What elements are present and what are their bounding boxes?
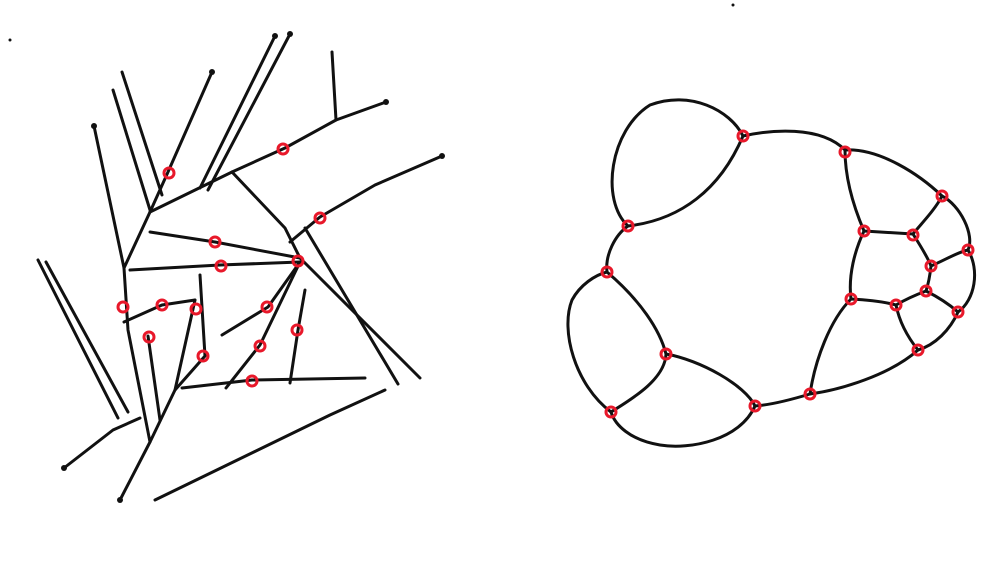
network-line — [330, 50, 338, 122]
junction-marker — [889, 298, 903, 312]
junction-marker — [276, 142, 290, 156]
cell-network — [566, 98, 977, 448]
line-end-dot — [209, 69, 215, 75]
junction-marker — [951, 305, 965, 319]
network-line — [122, 298, 197, 324]
junction-marker — [604, 405, 618, 419]
cell-wall — [894, 303, 920, 352]
cell-wall — [605, 270, 668, 414]
junction-marker — [803, 387, 817, 401]
junction-marker — [911, 343, 925, 357]
cell-outline — [566, 98, 977, 448]
network-line — [36, 258, 120, 420]
cell-wall — [808, 297, 853, 396]
junction-marker — [838, 145, 852, 159]
network-line — [44, 260, 130, 414]
junction-marker — [189, 302, 203, 316]
junction-marker — [600, 265, 614, 279]
junction-marker — [621, 219, 635, 233]
network-line — [173, 273, 207, 392]
cell-wall — [849, 297, 898, 307]
network-line — [118, 298, 197, 502]
junction-marker — [919, 284, 933, 298]
cell-wall — [924, 264, 933, 293]
line-end-dot — [439, 153, 445, 159]
network-line — [146, 334, 162, 422]
junction-marker — [924, 259, 938, 273]
network-line — [198, 34, 277, 190]
network-line — [224, 260, 302, 390]
network-line — [111, 88, 152, 212]
line-end-dot — [272, 33, 278, 39]
cell-wall — [894, 289, 928, 307]
network-line — [122, 70, 214, 270]
cell-wall — [843, 148, 866, 233]
line-end-dot — [383, 99, 389, 105]
junction-markers — [116, 142, 327, 388]
network-line — [148, 100, 388, 214]
line-end-dot — [117, 497, 123, 503]
line-end-dot — [91, 123, 97, 129]
junction-marker — [116, 300, 130, 314]
junction-marker — [214, 259, 228, 273]
network-line — [230, 170, 302, 260]
network-line — [128, 260, 302, 272]
junction-marker — [260, 300, 274, 314]
cell-wall — [911, 232, 933, 268]
network-line — [92, 124, 152, 444]
network-line — [288, 288, 307, 385]
network-line — [153, 388, 387, 502]
paper-speck — [8, 38, 12, 42]
junction-marker — [313, 211, 327, 225]
junction-marker — [196, 349, 210, 363]
line-end-dot — [61, 465, 67, 471]
junction-marker — [142, 330, 156, 344]
junction-marker — [253, 339, 267, 353]
network-line — [62, 416, 142, 470]
junction-marker — [961, 243, 975, 257]
junction-marker — [857, 224, 871, 238]
network-line — [303, 226, 400, 386]
cell-wall — [626, 134, 745, 228]
fracture-network — [36, 31, 445, 503]
network-line — [298, 256, 422, 380]
network-line — [120, 70, 164, 197]
junction-marker — [736, 129, 750, 143]
network-line — [180, 376, 367, 390]
junction-marker — [906, 228, 920, 242]
junction-marker — [659, 347, 673, 361]
network-line — [148, 230, 302, 260]
network-line — [220, 260, 302, 337]
junction-marker — [245, 374, 259, 388]
junction-marker — [208, 235, 222, 249]
junction-marker — [748, 399, 762, 413]
junction-marker — [155, 298, 169, 312]
junction-marker — [291, 254, 305, 268]
junction-marker — [290, 323, 304, 337]
network-line — [206, 32, 292, 192]
line-end-dot — [287, 31, 293, 37]
junction-marker — [844, 292, 858, 306]
junction-marker — [935, 189, 949, 203]
paper-speck — [731, 3, 735, 7]
junction-marker — [162, 166, 176, 180]
junction-markers — [600, 129, 975, 419]
cell-wall — [862, 229, 915, 236]
cell-wall — [848, 229, 866, 301]
cell-wall — [911, 194, 944, 236]
cell-wall — [664, 352, 757, 408]
network-line — [288, 154, 444, 244]
